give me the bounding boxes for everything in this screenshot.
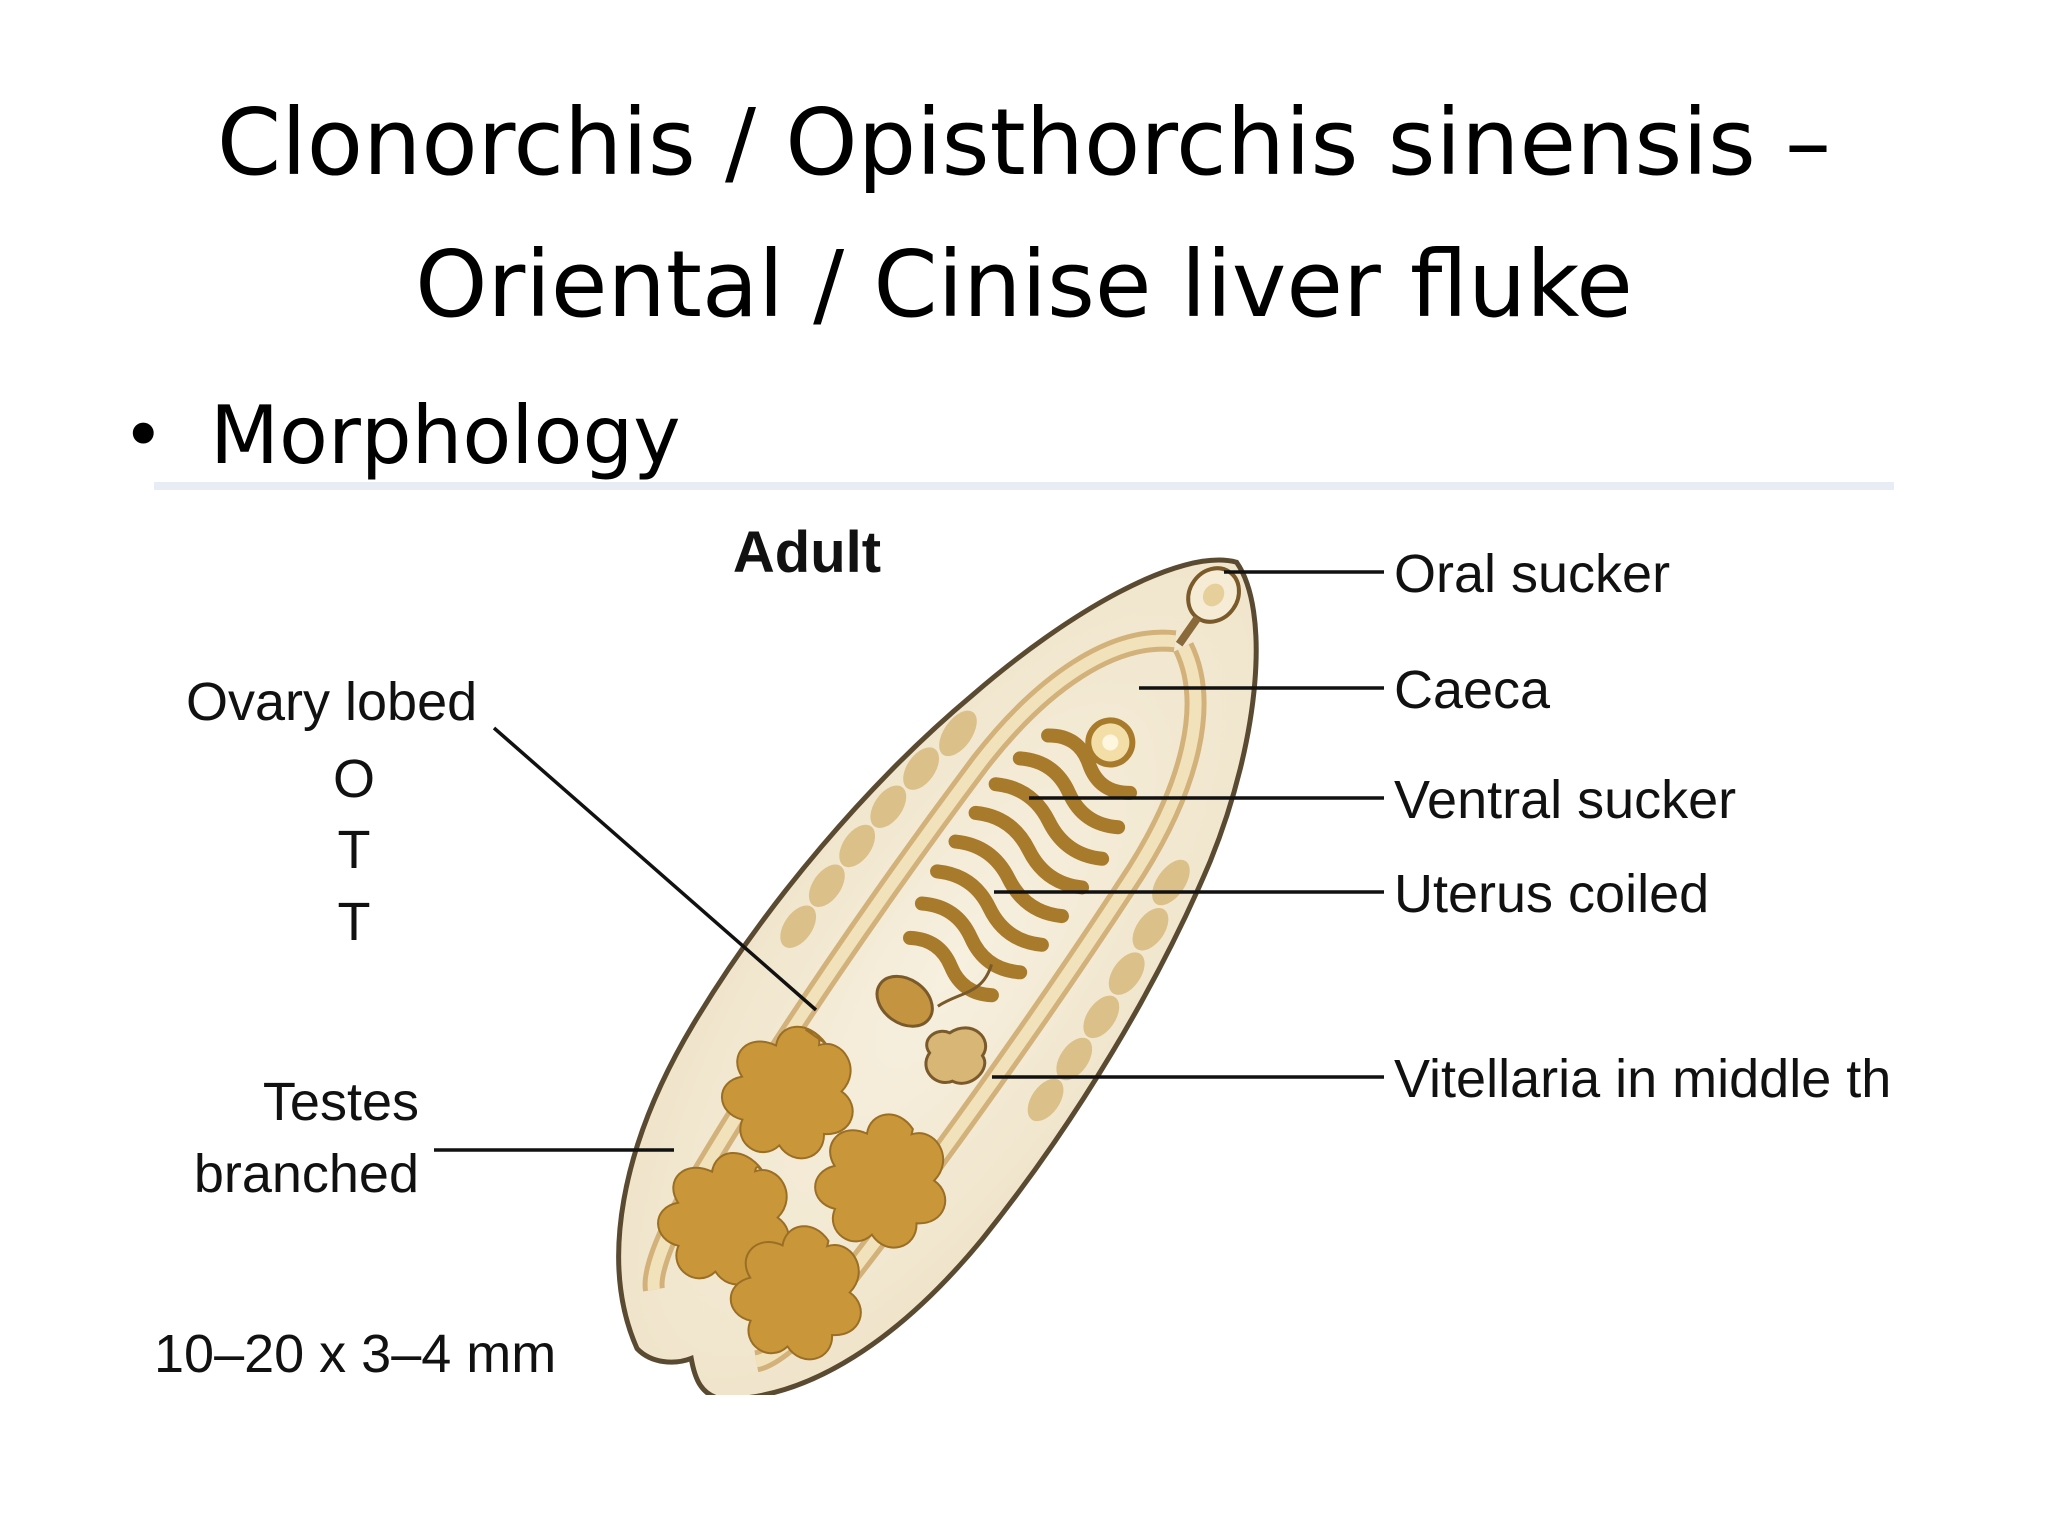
- figure-top-border: [154, 482, 1894, 490]
- label-testes-line-1: Testes: [263, 1072, 419, 1132]
- label-vitellaria: Vitellaria in middle third: [1394, 1049, 1894, 1109]
- diagram-heading: Adult: [733, 520, 881, 585]
- oral-sucker-inner: [1202, 583, 1225, 607]
- uterus-coiled: [903, 728, 1137, 1003]
- label-ovary: Ovary lobed: [186, 672, 477, 732]
- oviduct: [937, 963, 993, 1008]
- vitellaria: [780, 710, 1190, 1122]
- slide-title: Clonorchis / Opisthorchis sinensis – Ori…: [100, 72, 1948, 356]
- label-mnemonic-o: O: [333, 749, 375, 809]
- bullet-item: • Morphology: [122, 385, 681, 485]
- seminal-receptacle: [924, 1026, 988, 1085]
- title-line-1: Clonorchis / Opisthorchis sinensis –: [216, 89, 1832, 196]
- bullet-text: Morphology: [210, 388, 681, 482]
- ovary: [875, 974, 934, 1028]
- leader-lines: [434, 570, 1384, 1152]
- label-mnemonic-t1: T: [338, 820, 371, 880]
- label-ventral-sucker: Ventral sucker: [1394, 770, 1736, 830]
- label-size: 10–20 x 3–4 mm: [154, 1324, 556, 1384]
- leader-ovary: [492, 726, 818, 1012]
- label-uterus: Uterus coiled: [1394, 864, 1709, 924]
- fluke-diagram-svg: Adult Oral sucker Caeca Ventral sucker U…: [154, 482, 1894, 1395]
- bullet-dot-icon: •: [122, 393, 165, 477]
- ventral-sucker-inner: [1102, 734, 1119, 751]
- label-mnemonic-t2: T: [338, 892, 371, 952]
- label-testes-line-2: branched: [194, 1144, 419, 1204]
- testes-branched: [657, 1025, 947, 1361]
- pharynx: [1175, 615, 1201, 647]
- label-oral-sucker: Oral sucker: [1394, 544, 1670, 604]
- title-line-2: Oriental / Cinise liver fluke: [415, 231, 1633, 338]
- fluke-diagram: Adult Oral sucker Caeca Ventral sucker U…: [154, 480, 1894, 1395]
- fluke-body-group: [616, 557, 1259, 1395]
- label-caeca: Caeca: [1394, 660, 1551, 720]
